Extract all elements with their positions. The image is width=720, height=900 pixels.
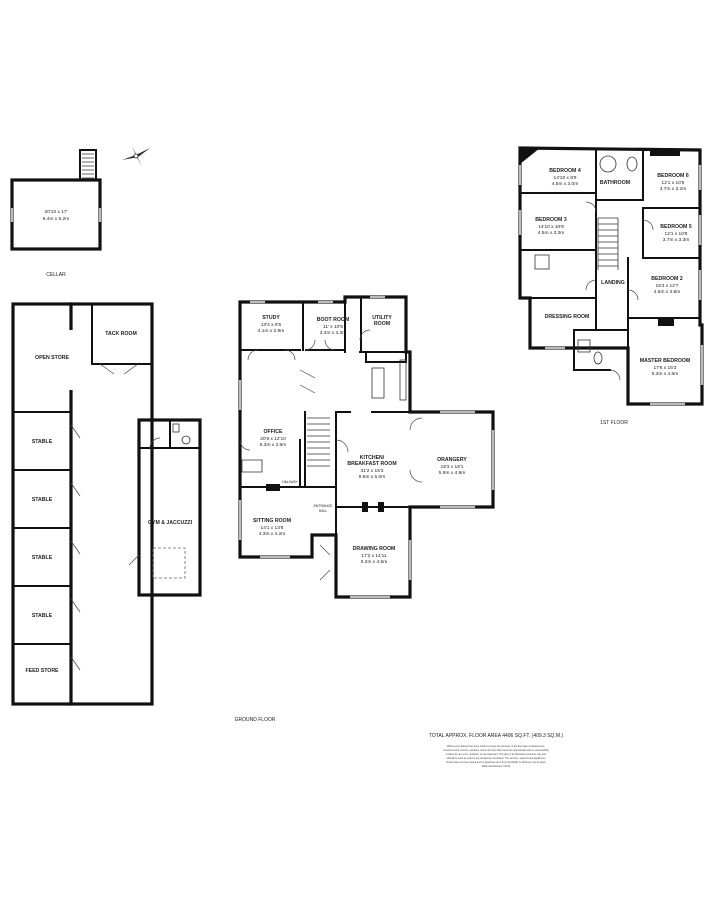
bedroom4-dims-imperial: 14'10 x 9'9	[554, 175, 577, 181]
feed-store-label: FEED STORE	[25, 668, 59, 674]
bedroom3-dims-imperial: 14'10 x 10'8	[538, 224, 564, 230]
open-store-label: OPEN STORE	[35, 355, 69, 361]
orangery-dims-metric: 5.9m x 4.9m	[439, 470, 465, 476]
bedroom3-dims-metric: 4.5m x 3.3m	[538, 230, 564, 236]
bedroom2-dims-metric: 4.6m x 3.8m	[654, 289, 680, 295]
gym-plan: GYM & JACCUZZI	[128, 418, 202, 597]
drawing-room-label: DRAWING ROOM	[353, 546, 396, 552]
stable-2-label: STABLE	[32, 497, 53, 503]
master-bedroom-dims-metric: 5.3m x 4.6m	[652, 371, 678, 377]
cellar-caption: CELLAR	[46, 272, 66, 278]
kitchen-label-line2: BREAKFAST ROOM	[347, 461, 396, 467]
bedroom5-label: BEDROOM 5	[660, 224, 692, 230]
study-label: STUDY	[262, 315, 280, 321]
compass-icon	[122, 146, 150, 166]
disclaimer-line-2: measurements of doors, windows, rooms an…	[443, 749, 549, 752]
sitting-room-dims-imperial: 14'1 x 13'8	[261, 525, 284, 531]
total-area: TOTAL APPROX. FLOOR AREA 4406 SQ.FT. (40…	[429, 733, 563, 739]
orangery-dims-imperial: 19'3 x 16'1	[441, 464, 464, 470]
office-dims-imperial: 20'8 x 12'10	[260, 436, 286, 442]
bedroom6-dims-imperial: 12'1 x 10'5	[662, 180, 685, 186]
bathroom-label: BATHROOM	[600, 180, 630, 186]
drawing-room-dims-imperial: 17'2 x 14'11	[361, 553, 387, 559]
bedroom6-dims-metric: 3.7m x 3.2m	[660, 186, 686, 192]
cellar-dims-imperial: 20'10 x 17'	[45, 209, 68, 215]
sitting-room-label: SITTING ROOM	[253, 518, 291, 524]
tack-room-label: TACK ROOM	[105, 331, 137, 337]
first-floor-caption: 1ST FLOOR	[600, 420, 628, 426]
first-floor-plan: BEDROOM 4 14'10 x 9'9 4.5m x 3.0m BATHRO…	[518, 146, 704, 426]
disclaimer-line-5: shown have not been tested and no guaran…	[446, 761, 546, 764]
utility-label-line1: UTILITY	[372, 315, 392, 321]
study-dims-imperial: 13'4 x 9'5	[261, 322, 282, 328]
disclaimer-line-1: Whilst every attempt has been made to en…	[447, 745, 545, 748]
bedroom4-label: BEDROOM 4	[549, 168, 581, 174]
disclaimer-line-6: Made with Metropix ©2014	[482, 765, 511, 768]
bedroom3-label: BEDROOM 3	[535, 217, 567, 223]
boot-room-dims-imperial: 11' x 10'9	[323, 324, 343, 330]
bedroom4-dims-metric: 4.5m x 3.0m	[552, 181, 578, 187]
entrance-hall-label-line2: HALL	[319, 509, 328, 513]
office-dims-metric: 6.3m x 3.9m	[260, 442, 286, 448]
bedroom5-dims-imperial: 12'1 x 10'9	[665, 231, 688, 237]
bedroom5-dims-metric: 3.7m x 3.3m	[663, 237, 689, 243]
boot-room-dims-metric: 3.4m x 3.3m	[320, 330, 346, 336]
bedroom2-dims-imperial: 15'3 x 12'7	[656, 283, 679, 289]
stable-block-plan: OPEN STORE TACK ROOM STABLE STABLE STABL…	[11, 302, 154, 706]
landing-label: LANDING	[601, 280, 625, 286]
office-label: OFFICE	[263, 429, 283, 435]
stable-4-label: STABLE	[32, 613, 53, 619]
kitchen-label-line1: KITCHEN/	[360, 455, 385, 461]
cellar-plan: 20'10 x 17' 6.4m x 5.2m CELLAR	[10, 149, 102, 278]
master-bedroom-label: MASTER BEDROOM	[640, 358, 690, 364]
dressing-room-label: DRESSING ROOM	[545, 314, 590, 320]
hallway-label: HALLWAY	[282, 480, 298, 484]
bedroom6-label: BEDROOM 6	[657, 173, 689, 179]
study-dims-metric: 4.1m x 2.9m	[258, 328, 284, 334]
cellar-dims-metric: 6.4m x 5.2m	[43, 216, 69, 222]
ground-floor-plan: STUDY 13'4 x 9'5 4.1m x 2.9m BOOT ROOM 1…	[235, 295, 495, 723]
bedroom2-label: BEDROOM 2	[651, 276, 683, 282]
kitchen-dims-imperial: 31'2 x 16'3	[361, 468, 384, 474]
ground-floor-caption: GROUND FLOOR	[235, 717, 276, 723]
gym-label: GYM & JACCUZZI	[148, 520, 193, 526]
drawing-room-dims-metric: 5.2m x 4.5m	[361, 559, 387, 565]
sitting-room-dims-metric: 4.3m x 4.2m	[259, 531, 285, 537]
kitchen-dims-metric: 9.5m x 5.0m	[359, 474, 385, 480]
disclaimer-line-3: is taken for any error, omission, or mis…	[446, 753, 547, 756]
stable-1-label: STABLE	[32, 439, 53, 445]
disclaimer-line-4: should be used as such by any prospectiv…	[447, 757, 546, 760]
disclaimer: Whilst every attempt has been made to en…	[443, 745, 549, 768]
boot-room-label: BOOT ROOM	[317, 317, 350, 323]
master-bedroom-dims-imperial: 17'6 x 15'3	[654, 365, 677, 371]
orangery-label: ORANGERY	[437, 457, 467, 463]
stable-3-label: STABLE	[32, 555, 53, 561]
utility-label-line2: ROOM	[374, 321, 390, 327]
entrance-hall-label-line1: ENTRANCE	[314, 504, 333, 508]
